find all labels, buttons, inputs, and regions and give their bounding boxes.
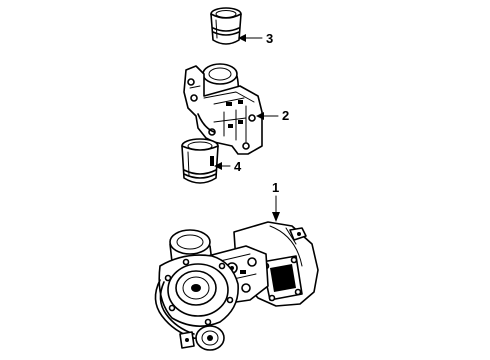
callout-2-label: 2 <box>282 108 289 123</box>
part-1-turbocharger <box>154 221 319 351</box>
callout-4-label: 4 <box>234 159 242 174</box>
callout-2: 2 <box>256 108 289 123</box>
callout-1-label: 1 <box>272 180 279 195</box>
part-4-sleeve <box>181 138 219 184</box>
part-2-bracket-elbow <box>183 63 263 155</box>
callout-3: 3 <box>238 31 273 46</box>
callout-1: 1 <box>272 180 280 222</box>
callout-3-label: 3 <box>266 31 273 46</box>
callout-4: 4 <box>214 159 242 174</box>
part-3-hose <box>210 7 242 45</box>
